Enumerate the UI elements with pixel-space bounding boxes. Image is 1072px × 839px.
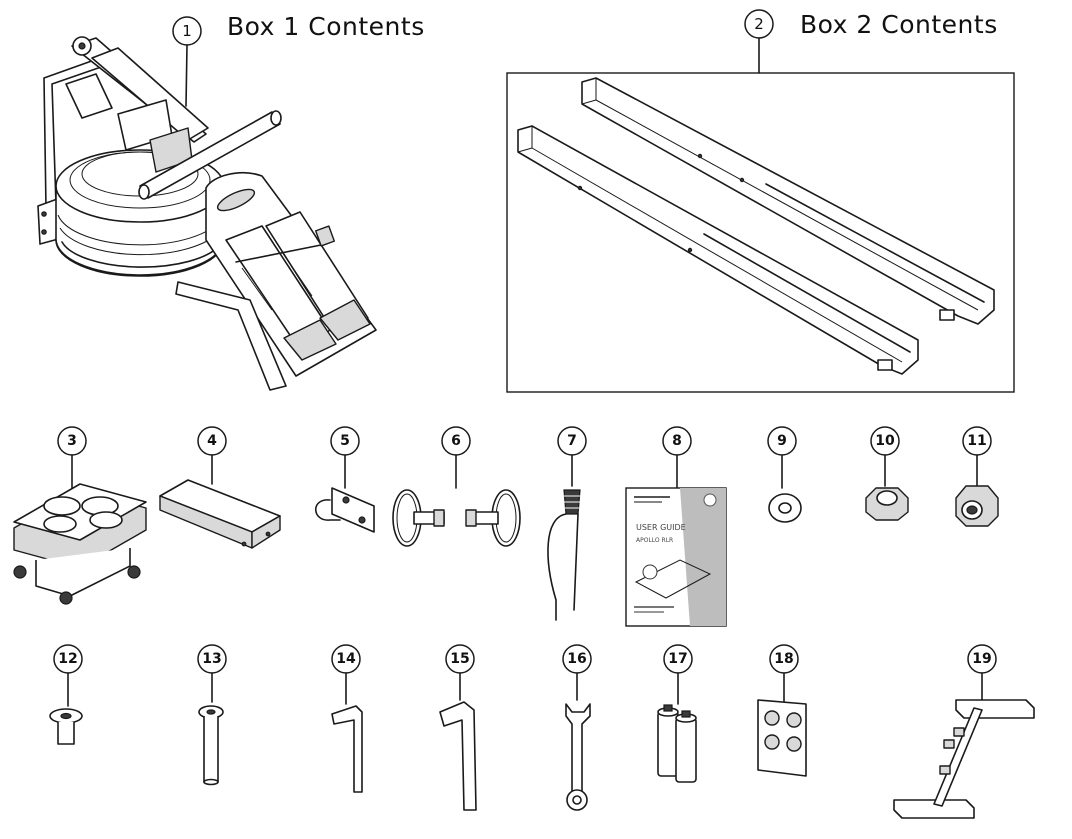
part-14-hex-key: 14 [331,644,363,793]
part-6-wheels: 6 [392,426,521,547]
part-9-number: 9 [777,433,787,449]
box-1-heading: Box 1 Contents [227,12,425,41]
rower-main-frame [37,36,377,391]
part-11-lock-nut: 11 [955,426,999,527]
part-13-number: 13 [202,651,221,667]
rail-lower [517,125,919,375]
part-10-nut: 10 [865,426,909,521]
part-4-block: 4 [159,426,281,549]
part-9-washer: 9 [767,426,802,523]
part-15-hex-key: 15 [439,644,477,811]
callout-2: 2 [744,9,774,74]
part-6-number: 6 [451,433,461,449]
part-7-cable: 7 [547,426,587,621]
callout-2-number: 2 [754,15,764,33]
part-15-number: 15 [450,651,469,667]
part-5-number: 5 [340,433,350,449]
part-3-number: 3 [67,433,77,449]
box-2-heading: Box 2 Contents [800,10,998,39]
callout-1: 1 [172,16,202,107]
part-17-number: 17 [668,651,687,667]
part-12-short-bolt: 12 [49,644,83,745]
part-19-base-frame: 19 [893,644,1035,819]
part-18-pads: 18 [757,644,807,777]
part-17-batteries: 17 [657,644,697,783]
part-13-long-bolt: 13 [197,644,227,786]
part-7-number: 7 [567,433,577,449]
part-4-number: 4 [207,433,217,449]
part-5-bracket: 5 [314,426,375,533]
part-19-number: 19 [972,651,991,667]
part-12-number: 12 [58,651,77,667]
user-guide-model: APOLLO RLR [636,537,673,544]
box-2-frame [506,72,1015,393]
part-16-number: 16 [567,651,586,667]
part-18-number: 18 [774,651,793,667]
user-guide-title: USER GUIDE [636,523,686,532]
part-8-number: 8 [672,433,682,449]
part-8-user-guide: 8 USER GUIDE APOLLO RLR [625,426,727,627]
part-14-number: 14 [336,651,356,667]
part-10-number: 10 [875,433,895,449]
part-16-wrench: 16 [562,644,592,811]
part-11-number: 11 [967,433,986,449]
callout-1-number: 1 [182,22,192,40]
rail-upper [581,77,995,325]
part-3-seat: 3 [13,426,147,605]
